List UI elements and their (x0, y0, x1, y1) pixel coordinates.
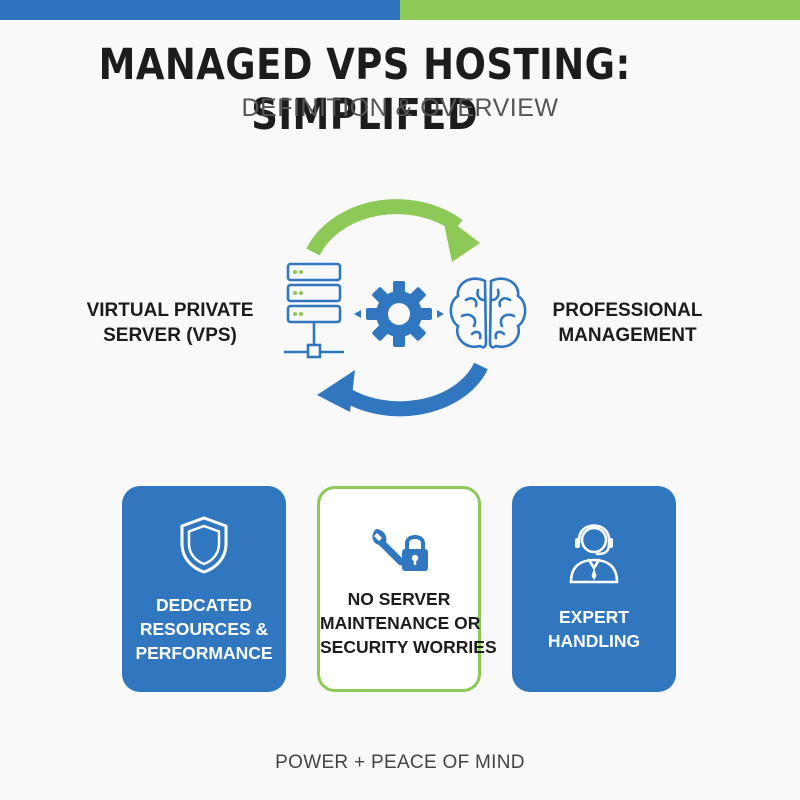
tagline: POWER + PEACE OF MIND (275, 752, 525, 773)
vps-label-line-1: VIRTUAL PRIVATE (86, 300, 254, 321)
page-title: MANAGED VPS HOSTING: SIMPLIFED (98, 40, 631, 140)
management-label-line-1: PROFESSIONAL (552, 300, 703, 321)
left-pointer-icon (354, 310, 361, 318)
gear-icon (366, 281, 432, 347)
top-accent-bar-green (400, 0, 800, 20)
card-line: DEDCATED (156, 595, 252, 615)
card-line: EXPERT (558, 607, 630, 627)
management-label-line-2: MANAGEMENT (558, 325, 697, 346)
feature-card-text: DEDCATED RESOURCES & PERFORMANCE (122, 593, 286, 665)
right-pointer-icon (437, 310, 444, 318)
feature-card-dedicated-resources: DEDCATED RESOURCES & PERFORMANCE (122, 486, 286, 692)
server-icon (284, 262, 344, 359)
feature-card-expert-handling: EXPERT HANDLING (512, 486, 676, 692)
support-agent-icon (512, 514, 676, 584)
card-line: SECURITY WORRIES (320, 637, 497, 657)
card-line: NO SERVER (347, 589, 451, 609)
cycle-arrow-green (306, 199, 480, 262)
management-label: PROFESSIONAL MANAGEMENT (545, 298, 710, 348)
feature-card-text: NO SERVER MAINTENANCE OR SECURITY WORRIE… (320, 587, 497, 659)
card-line: RESOURCES & (139, 619, 269, 639)
vps-label: VIRTUAL PRIVATE SERVER (VPS) (85, 298, 255, 348)
top-accent-bar-blue (0, 0, 400, 20)
vps-label-line-2: SERVER (VPS) (103, 325, 237, 346)
card-line: PERFORMANCE (135, 643, 273, 663)
brain-icon (449, 277, 527, 349)
page-subtitle: DEFINITION & OVERVIEW (241, 94, 559, 122)
feature-card-text: EXPERT HANDLING (512, 605, 676, 653)
card-line: HANDLING (547, 631, 641, 651)
shield-icon (122, 514, 286, 576)
cycle-arrow-blue (317, 362, 488, 417)
card-line: MAINTENANCE OR (320, 613, 481, 633)
wrench-lock-icon (320, 517, 478, 579)
feature-card-no-maintenance: NO SERVER MAINTENANCE OR SECURITY WORRIE… (317, 486, 497, 692)
